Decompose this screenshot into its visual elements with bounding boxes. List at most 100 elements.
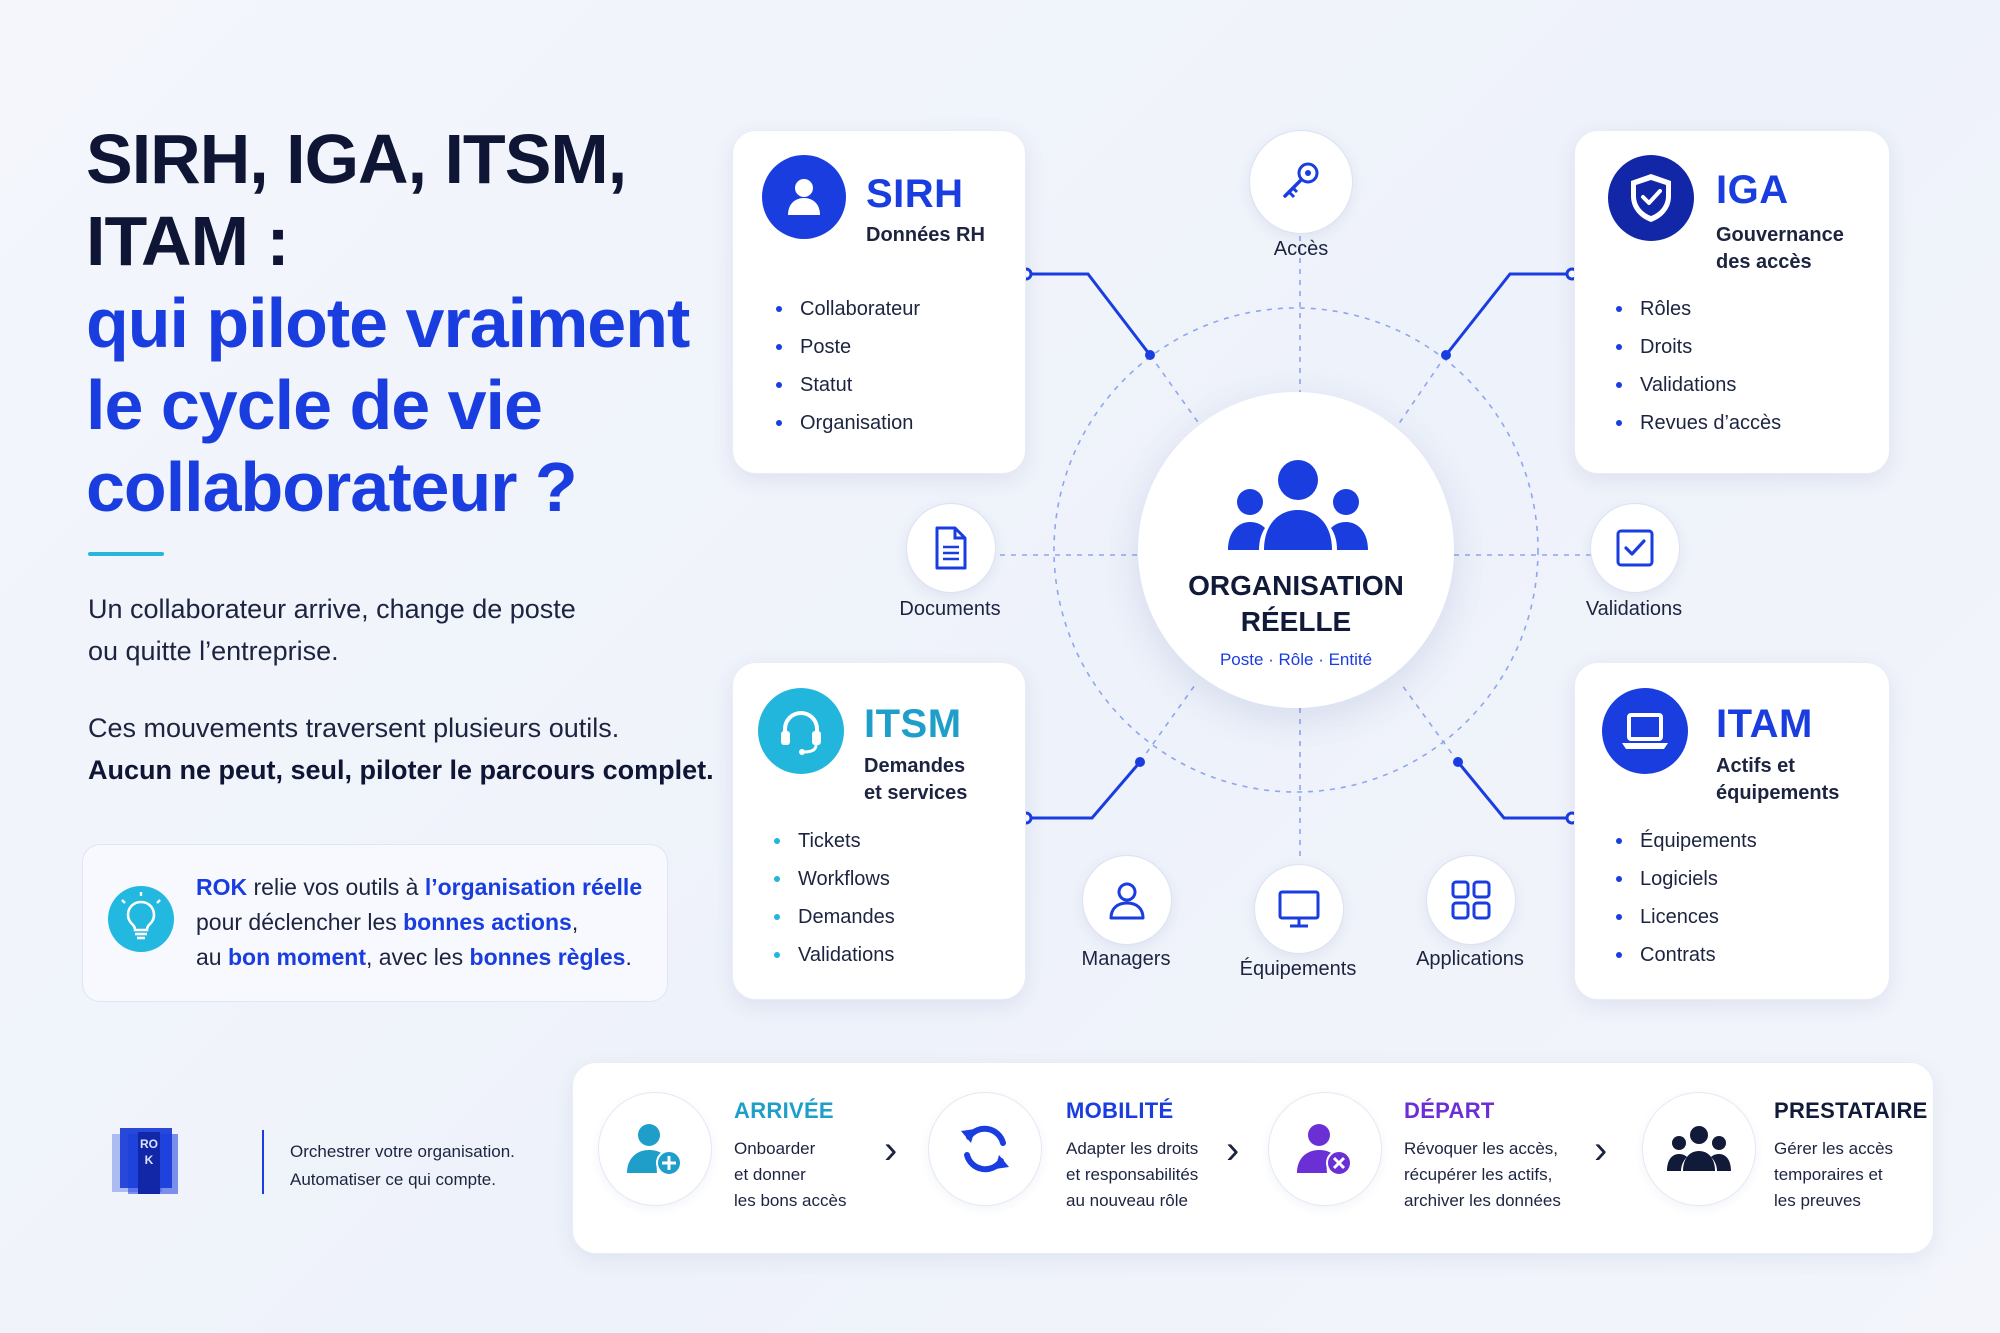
list-item: Équipements [1616, 822, 1757, 860]
chevron-right-icon: › [1594, 1128, 1608, 1172]
node-acces [1249, 130, 1353, 234]
rok-text-3: , [571, 909, 579, 935]
list-item: Revues d’accès [1616, 404, 1781, 442]
title-line-5: collaborateur ? [86, 448, 578, 526]
intro-p1-line1: Un collaborateur arrive, change de poste [88, 594, 576, 624]
intro-p1-line2: ou quitte l’entreprise. [88, 636, 339, 666]
step-mobilite-text: Adapter les droits et responsabilités au… [1066, 1136, 1198, 1214]
step-arrivee-l2: et donner [734, 1165, 806, 1184]
document-icon [935, 526, 967, 570]
page-title: SIRH, IGA, ITSM, ITAM : qui pilote vraim… [86, 118, 726, 528]
step-prestataire-circle [1642, 1092, 1756, 1206]
rok-text-5: , avec les [365, 944, 470, 970]
user-remove-icon [1297, 1124, 1352, 1176]
step-depart-title: DÉPART [1404, 1098, 1495, 1123]
title-line-1: SIRH, IGA, ITSM, [86, 120, 627, 198]
list-item: Droits [1616, 328, 1781, 366]
card-itsm-list: Tickets Workflows Demandes Validations [774, 822, 895, 974]
intro-p2-line2: Aucun ne peut, seul, piloter le parcours… [88, 755, 714, 785]
card-itsm-subtitle: Demandes et services [864, 753, 967, 807]
node-equipements-label: Équipements [1239, 958, 1357, 980]
apps-grid-icon [1451, 880, 1491, 920]
tagline-line2: Automatiser ce qui compte. [290, 1170, 496, 1189]
tagline: Orchestrer votre organisation. Automatis… [290, 1138, 515, 1194]
step-mobilite-l1: Adapter les droits [1066, 1139, 1199, 1158]
laptop-icon [1602, 688, 1688, 774]
list-item: Rôles [1616, 290, 1781, 328]
refresh-icon [961, 1125, 1009, 1173]
list-item: Poste [776, 328, 920, 366]
card-iga-sub2: des accès [1716, 251, 1812, 273]
card-iga-title: IGA [1716, 168, 1789, 212]
chevron-right-icon: › [884, 1128, 898, 1172]
card-sirh-subtitle: Données RH [866, 224, 985, 246]
card-sirh-title: SIRH [866, 172, 964, 216]
step-prestataire-l3: les preuves [1774, 1191, 1861, 1210]
rok-highlight-4: bonnes règles [469, 944, 626, 970]
title-underline [88, 552, 164, 556]
rok-text-6: . [625, 944, 632, 970]
group-icon [1667, 1126, 1731, 1171]
card-itam-list: Équipements Logiciels Licences Contrats [1616, 822, 1757, 974]
list-item: Collaborateur [776, 290, 920, 328]
rok-text-4: au [196, 944, 228, 970]
node-validations-label: Validations [1585, 598, 1683, 620]
step-prestataire-l2: temporaires et [1774, 1165, 1883, 1184]
step-arrivee-text: Onboarder et donner les bons accès [734, 1136, 846, 1214]
step-mobilite-l2: et responsabilités [1066, 1165, 1199, 1184]
step-depart-text: Révoquer les accès, récupérer les actifs… [1404, 1136, 1561, 1214]
list-item: Workflows [774, 860, 895, 898]
rok-callout-text: ROK relie vos outils à l’organisation ré… [196, 870, 646, 975]
card-sirh-list: Collaborateur Poste Statut Organisation [776, 290, 920, 442]
intro-paragraph-1: Un collaborateur arrive, change de poste… [88, 588, 576, 672]
node-managers [1082, 855, 1172, 945]
rok-highlight-1: l’organisation réelle [424, 874, 643, 900]
rok-logo: ROK [108, 1124, 184, 1205]
list-item: Licences [1616, 898, 1757, 936]
logo-letters: ROK [140, 1137, 158, 1167]
center-title-line1: ORGANISATION [1188, 570, 1404, 601]
rok-highlight-2: bonnes actions [403, 909, 572, 935]
step-depart-l1: Révoquer les accès, [1404, 1139, 1559, 1158]
step-prestataire-l1: Gérer les accès [1774, 1139, 1894, 1158]
intro-p2-line1: Ces mouvements traversent plusieurs outi… [88, 713, 620, 743]
headset-icon [758, 688, 844, 774]
intro-paragraph-2: Ces mouvements traversent plusieurs outi… [88, 707, 714, 791]
node-documents-label: Documents [899, 598, 1001, 620]
step-prestataire-title: PRESTATAIRE [1774, 1098, 1928, 1123]
card-itsm-title: ITSM [864, 702, 962, 746]
title-line-2: ITAM : [86, 202, 290, 280]
user-icon [762, 155, 846, 239]
card-iga-list: Rôles Droits Validations Revues d’accès [1616, 290, 1781, 442]
list-item: Contrats [1616, 936, 1757, 974]
center-title: ORGANISATION RÉELLE [1138, 568, 1454, 640]
list-item: Validations [1616, 366, 1781, 404]
node-managers-label: Managers [1081, 948, 1171, 970]
title-line-3: qui pilote vraiment [86, 284, 690, 362]
step-prestataire-text: Gérer les accès temporaires et les preuv… [1774, 1136, 1893, 1214]
node-documents [906, 503, 996, 593]
rok-text-1: relie vos outils à [247, 874, 425, 900]
center-title-line2: RÉELLE [1240, 606, 1352, 637]
rok-callout [82, 844, 668, 1002]
card-itsm-sub2: et services [864, 782, 968, 804]
rok-highlight-3: bon moment [227, 944, 366, 970]
list-item: Organisation [776, 404, 920, 442]
list-item: Tickets [774, 822, 895, 860]
step-depart-l3: archiver les données [1404, 1191, 1561, 1210]
card-iga-sub1: Gouvernance [1716, 224, 1844, 246]
monitor-icon [1278, 890, 1320, 928]
step-arrivee-l3: les bons accès [734, 1191, 847, 1210]
card-iga-subtitle: Gouvernance des accès [1716, 222, 1844, 276]
center-subtitle: Poste · Rôle · Entité [1219, 650, 1373, 669]
card-itam-title: ITAM [1716, 702, 1813, 746]
rok-text-2: pour déclencher les [196, 909, 404, 935]
list-item: Logiciels [1616, 860, 1757, 898]
user-add-icon [627, 1124, 682, 1176]
step-mobilite-title: MOBILITÉ [1066, 1098, 1174, 1123]
card-itam-sub2: équipements [1716, 782, 1840, 804]
step-depart-l2: récupérer les actifs, [1404, 1165, 1553, 1184]
step-arrivee-title: ARRIVÉE [734, 1098, 834, 1123]
step-arrivee-circle [598, 1092, 712, 1206]
card-itam-sub1: Actifs et [1716, 755, 1795, 777]
